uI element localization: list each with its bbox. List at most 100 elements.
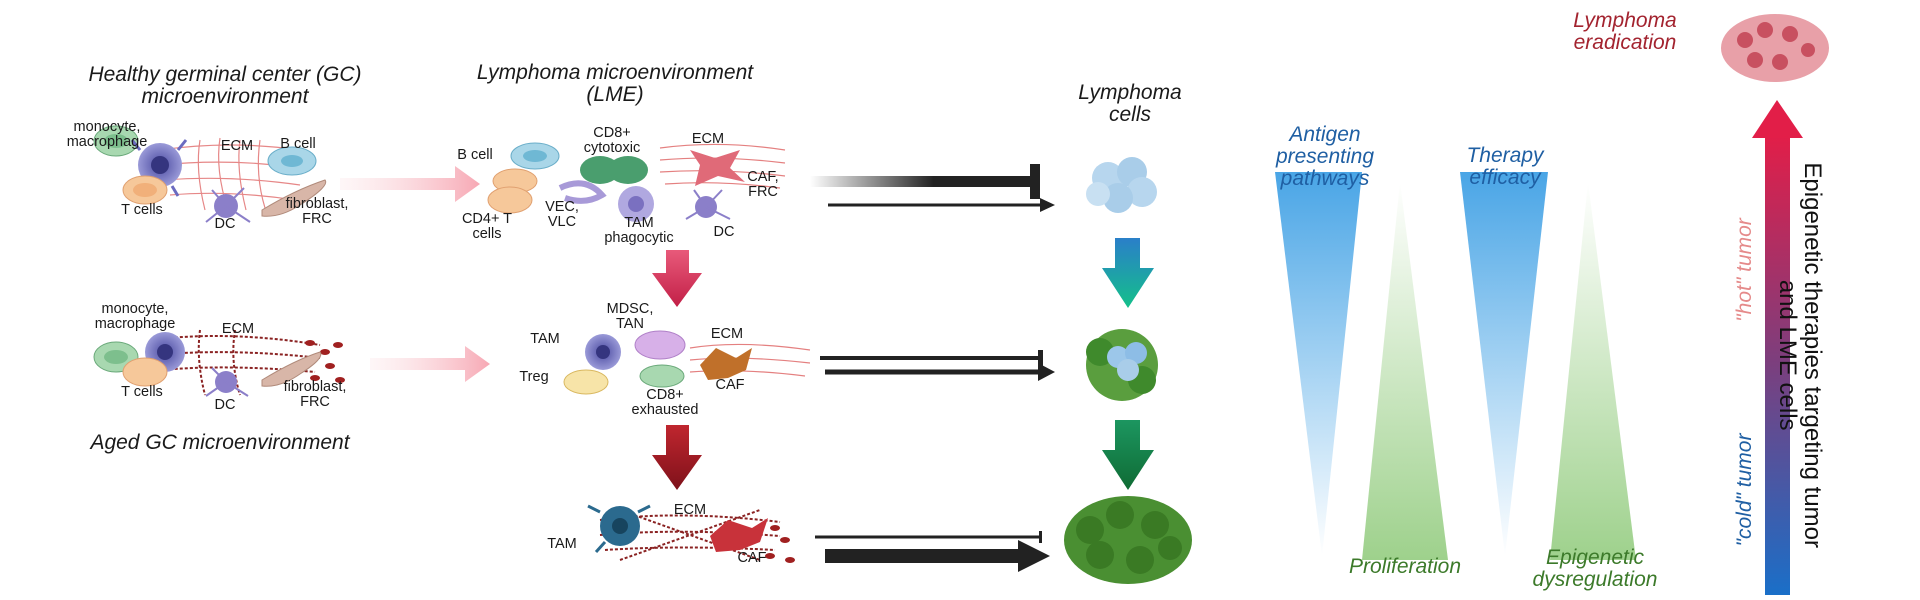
lymphoma-cells-title: Lymphoma cells <box>1060 81 1200 127</box>
antigen-line1: Antigen <box>1289 123 1361 146</box>
therapy-label: Therapy efficacy <box>1455 144 1555 190</box>
lme-title-line1: Lymphoma microenvironment <box>476 61 754 84</box>
aged-fibroblast-line2: FRC <box>300 394 330 411</box>
eradicated-tumor-cluster <box>1721 14 1829 82</box>
lme-mid-caf-label: CAF <box>715 377 745 393</box>
healthy-gc-title: Healthy germinal center (GC) microenviro… <box>60 63 390 109</box>
lme-caf-label: CAF, FRC <box>740 169 786 201</box>
eradication-line2: eradication <box>1573 31 1677 55</box>
lme-bottom-tam-label: TAM <box>547 536 577 552</box>
healthy-bcell-label: B cell <box>280 136 316 152</box>
epigenetic-line1: Epigenetic <box>1545 546 1645 569</box>
aged-tcells-label: T cells <box>121 384 163 400</box>
aged-monocyte-label: monocyte, macrophage <box>80 301 190 333</box>
lme-cd8-label: CD8+ cytotoxic <box>572 125 652 157</box>
healthy-fibroblast-line2: FRC <box>302 211 332 228</box>
healthy-gc-title-line1: Healthy germinal center (GC) <box>88 63 362 86</box>
progression-arrow-1 <box>652 250 702 307</box>
lme-caf-line2: FRC <box>748 184 778 201</box>
lme-bottom-caf-label: CAF <box>737 550 767 566</box>
lme-title: Lymphoma microenvironment (LME) <box>460 61 770 107</box>
lymphoma-arrow-2 <box>1102 420 1154 490</box>
antigen-label: Antigen presenting pathways <box>1270 123 1380 191</box>
signal-arrows <box>810 164 1055 572</box>
proliferation-wedge <box>1362 182 1448 560</box>
healthy-monocyte-label: monocyte, macrophage <box>52 119 162 151</box>
lme-tam-line2: phagocytic <box>604 230 674 247</box>
lymphoma-cells-middle <box>1086 329 1158 401</box>
therapy-line2: efficacy <box>1469 166 1541 190</box>
lme-tam-label: TAM phagocytic <box>594 215 684 247</box>
healthy-fibroblast-line1: fibroblast, <box>285 196 349 212</box>
lme-cd8-line1: CD8+ <box>593 125 631 141</box>
epigenetic-wedge <box>1550 182 1636 560</box>
healthy-monocyte-line2: macrophage <box>66 134 148 151</box>
lme-mid-cd8-line2: exhausted <box>631 402 699 419</box>
antigen-wedge <box>1275 172 1362 556</box>
proliferation-label: Proliferation <box>1348 555 1462 578</box>
healthy-tcells-label: T cells <box>121 202 163 218</box>
lme-treg-label: Treg <box>519 369 549 385</box>
lme-mdsc-line2: TAN <box>616 316 644 333</box>
hot-cold-arrowhead <box>1752 100 1803 138</box>
lme-mid-cd8-label: CD8+ exhausted <box>620 387 710 419</box>
lme-mdsc-label: MDSC, TAN <box>600 301 660 333</box>
progression-arrow-2 <box>652 425 702 490</box>
lymphoma-cells-title-line1: Lymphoma <box>1078 81 1182 104</box>
lme-vec-label: VEC, VLC <box>542 199 582 231</box>
transition-arrow-aged <box>370 346 490 382</box>
aged-gc-illustration <box>93 329 345 397</box>
healthy-gc-title-line2: microenvironment <box>141 85 309 109</box>
transition-arrow-top <box>340 166 480 202</box>
healthy-dc-label: DC <box>214 216 236 232</box>
epigenetic-label: Epigenetic dysregulation <box>1520 546 1670 592</box>
antigen-line2: presenting <box>1275 145 1375 169</box>
epigenetic-line2: dysregulation <box>1532 568 1658 592</box>
aged-dc-label: DC <box>214 397 236 413</box>
healthy-gc-illustration <box>93 125 327 223</box>
lme-cd4-label: CD4+ T cells <box>452 211 522 243</box>
lme-mid-tam-label: TAM <box>530 331 560 347</box>
lme-tam-line1: TAM <box>624 215 654 231</box>
lme-mid-cd8-line1: CD8+ <box>646 387 684 403</box>
lme-caf-line1: CAF, <box>747 169 779 185</box>
lme-vec-line1: VEC, <box>545 199 579 215</box>
lme-mdsc-line1: MDSC, <box>606 301 654 317</box>
lme-title-line2: (LME) <box>586 83 644 107</box>
lymphoma-cells-bottom <box>1064 496 1192 584</box>
lme-mid-ecm-label: ECM <box>710 326 744 342</box>
lme-cd8-line2: cytotoxic <box>583 140 641 157</box>
therapy-wedge <box>1460 172 1548 556</box>
lme-cd4-line1: CD4+ T <box>461 211 513 227</box>
lme-cd4-line2: cells <box>472 226 502 243</box>
antigen-line3: pathways <box>1280 167 1370 191</box>
side-title-line1: Epigenetic therapies targeting tumor <box>1799 162 1827 548</box>
aged-monocyte-line1: monocyte, <box>101 301 169 317</box>
hot-cold-arrow <box>1765 135 1790 595</box>
healthy-fibroblast-label: fibroblast, FRC <box>272 196 362 228</box>
aged-ecm-label: ECM <box>221 321 255 337</box>
cold-tumor-label: "cold" tumor <box>1733 433 1756 547</box>
lme-middle-illustration <box>563 330 811 395</box>
side-title: Epigenetic therapies targeting tumor and… <box>1774 125 1827 585</box>
aged-fibroblast-line1: fibroblast, <box>283 379 347 395</box>
lme-bcell-label: B cell <box>457 147 493 163</box>
lme-vec-line2: VLC <box>547 214 577 231</box>
aged-monocyte-line2: macrophage <box>94 316 176 333</box>
lme-ecm-label: ECM <box>691 131 725 147</box>
lme-top-illustration <box>487 142 786 222</box>
aged-gc-title: Aged GC microenvironment <box>90 431 350 454</box>
lme-bottom-illustration <box>587 504 795 563</box>
lymphoma-cells-top <box>1086 157 1157 213</box>
lme-bottom-ecm-label: ECM <box>673 502 707 518</box>
lymphoma-cells-title-line2: cells <box>1108 103 1151 127</box>
therapy-line1: Therapy <box>1466 144 1544 167</box>
lymphoma-arrow-1 <box>1102 238 1154 308</box>
eradication-line1: Lymphoma <box>1573 9 1677 32</box>
aged-fibroblast-label: fibroblast, FRC <box>270 379 360 411</box>
healthy-monocyte-line1: monocyte, <box>73 119 141 135</box>
healthy-ecm-label: ECM <box>220 138 254 154</box>
lme-dc-label: DC <box>713 224 735 240</box>
hot-tumor-label: "hot" tumor <box>1733 218 1756 322</box>
